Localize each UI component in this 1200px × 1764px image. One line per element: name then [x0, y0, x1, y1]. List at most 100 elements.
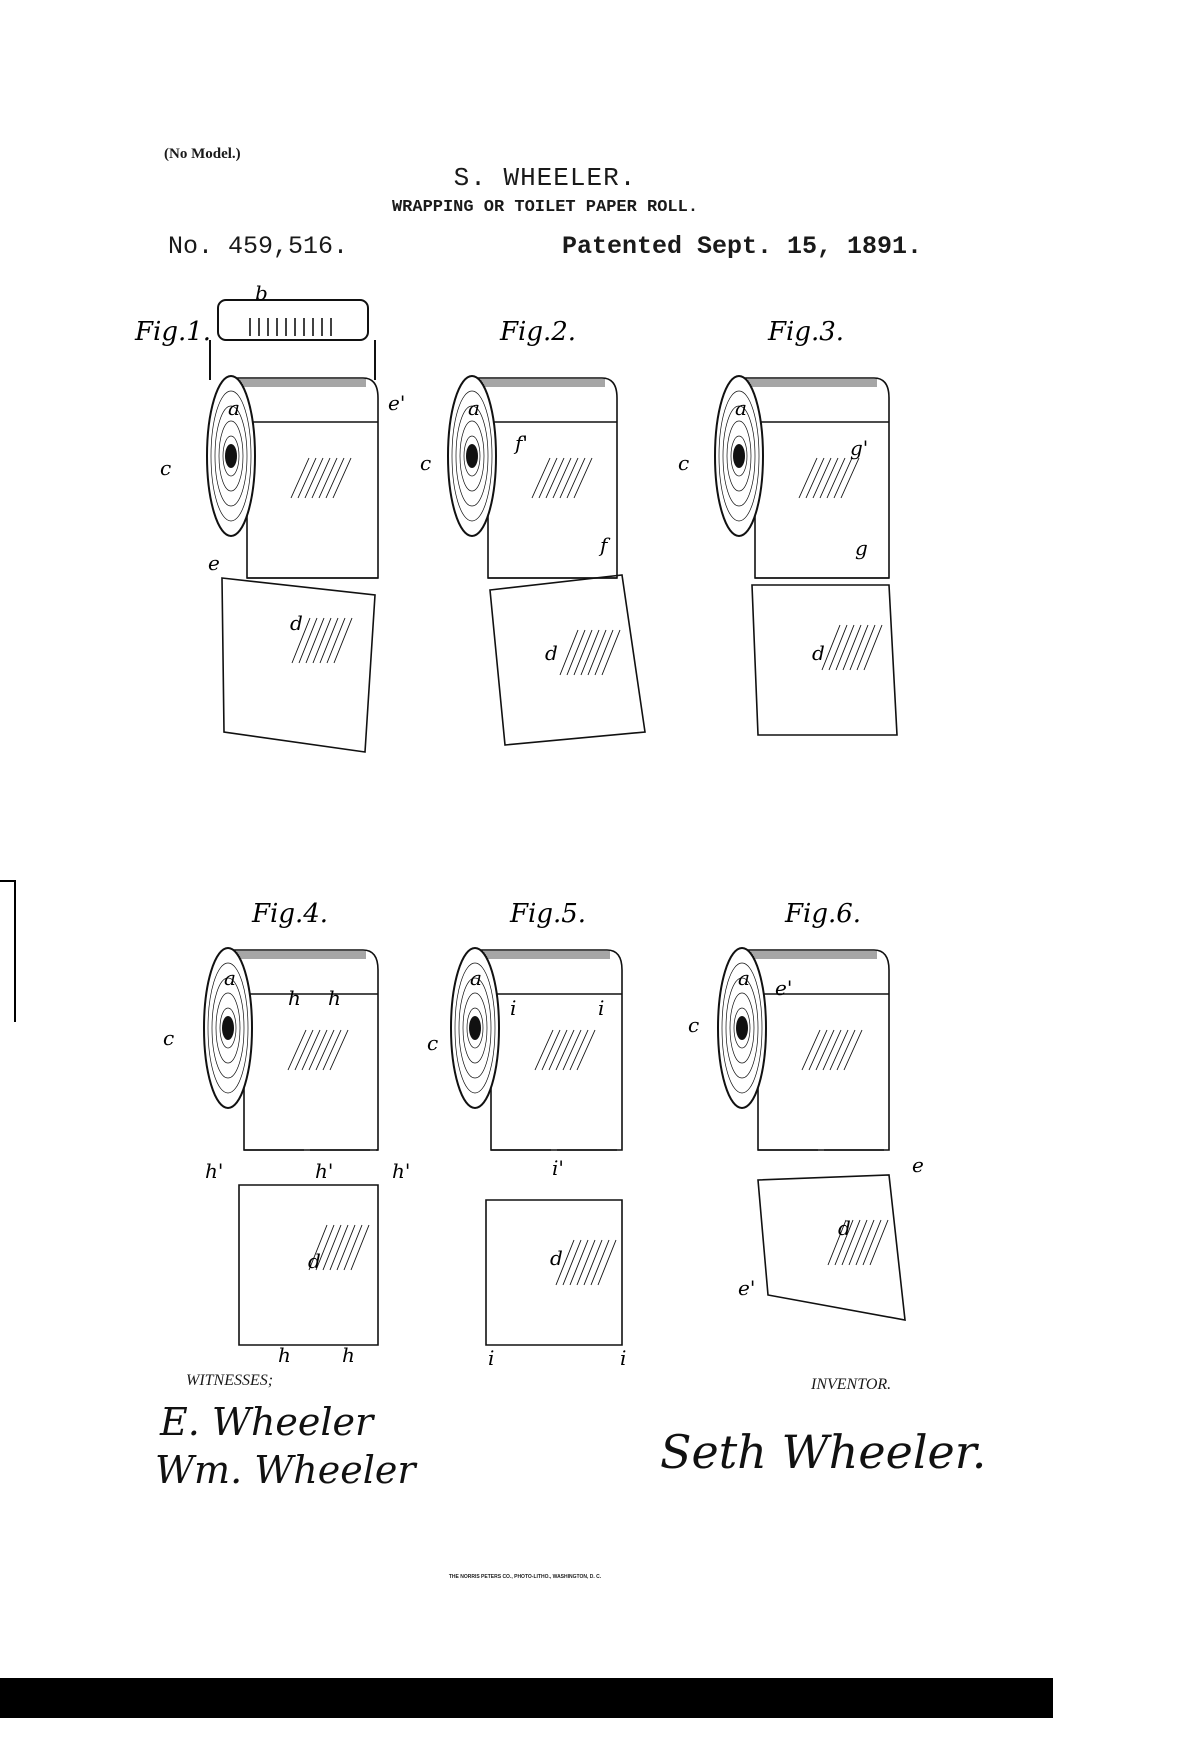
hatch-line	[531, 457, 551, 499]
printer-imprint: THE NORRIS PETERS CO., PHOTO-LITHO., WAS…	[448, 1574, 602, 1580]
hatch-line	[305, 617, 325, 664]
paper-sheet	[228, 949, 379, 1151]
scan-bottom-bar	[0, 1678, 1053, 1718]
holder-arm	[209, 340, 376, 380]
figure-3: Fig.3.acg'gd	[678, 317, 898, 736]
roll-holder-bracket	[217, 299, 369, 341]
roll-ring	[726, 420, 752, 492]
inventor-name: S. WHEELER.	[453, 163, 637, 193]
reference-letter: b	[255, 281, 268, 305]
hatch-line	[841, 1219, 861, 1266]
reference-letter: h	[288, 986, 301, 1010]
hatch-line	[552, 457, 572, 499]
roll-core	[222, 1016, 234, 1040]
reference-letter: i	[488, 1346, 494, 1370]
roll-ring	[207, 962, 249, 1094]
no-model-note: (No Model.)	[164, 146, 241, 162]
roll-ring	[458, 977, 492, 1079]
hatch-line	[849, 624, 869, 671]
hatch-line	[576, 1029, 596, 1071]
hatch-line	[559, 457, 579, 499]
reference-letter: i	[598, 996, 604, 1020]
hatch-line	[562, 1029, 582, 1071]
roll-ring	[214, 405, 248, 507]
hatch-line	[290, 457, 310, 499]
roll-ring	[730, 435, 748, 477]
hatch-line	[298, 617, 318, 664]
reference-letter: i'	[552, 1156, 564, 1180]
hatch-line	[601, 629, 621, 676]
reference-letter: d	[550, 1246, 563, 1270]
hatch-line	[848, 1219, 868, 1266]
reference-letter: h'	[392, 1159, 410, 1183]
reference-letter: a	[735, 396, 747, 420]
hatch-line	[315, 1224, 335, 1271]
hatch-line	[573, 629, 593, 676]
reference-letter: i	[620, 1346, 626, 1370]
hatch-line	[287, 1029, 307, 1071]
reference-letter: h'	[315, 1159, 333, 1183]
figure-title: Fig.3.	[767, 317, 844, 347]
roll-ring	[721, 962, 763, 1094]
hatch-line	[297, 457, 317, 499]
paper-sheet	[742, 949, 890, 1151]
hatch-line	[855, 1219, 875, 1266]
hatch-line	[569, 1029, 589, 1071]
hatch-line	[833, 457, 853, 499]
patent-number: No. 459,516.	[168, 232, 349, 261]
hatch-line	[863, 624, 883, 671]
hatch-line	[566, 457, 586, 499]
reference-letter: a	[228, 396, 240, 420]
reference-letter: d	[812, 641, 825, 665]
reference-letter: d	[545, 641, 558, 665]
roll-ring	[222, 435, 240, 477]
reference-letter: e'	[775, 976, 792, 1000]
hatch-line	[798, 457, 818, 499]
inventor-label: INVENTOR.	[811, 1376, 892, 1393]
roll-ring	[211, 977, 245, 1079]
hatch-line	[315, 1029, 335, 1071]
hatch-line	[566, 629, 586, 676]
reference-letter: e	[208, 551, 220, 575]
patent-date: Patented Sept. 15, 1891.	[561, 232, 922, 261]
hatch-line	[836, 1029, 856, 1071]
hatch-line	[333, 617, 353, 664]
roll-core	[225, 444, 237, 468]
hatch-line	[587, 629, 607, 676]
hatch-line	[805, 457, 825, 499]
reference-letter: d	[308, 1249, 321, 1273]
hatch-line	[862, 1219, 882, 1266]
paper-sheet-detached	[751, 584, 898, 736]
paper-sheet-detached	[221, 577, 376, 753]
witness-signature-1: E. Wheeler	[160, 1400, 374, 1444]
figure-6: Fig.6.ace'ede'	[688, 899, 924, 1321]
hatch-line	[828, 624, 848, 671]
roll-ring	[455, 405, 489, 507]
hatch-line	[312, 617, 332, 664]
hatch-line	[819, 457, 839, 499]
hatch-line	[326, 617, 346, 664]
hatch-line	[311, 457, 331, 499]
hatch-line	[829, 1029, 849, 1071]
hatch-line	[548, 1029, 568, 1071]
reference-letter: h	[342, 1343, 355, 1367]
roll-ring	[462, 992, 488, 1064]
hatch-line	[545, 457, 565, 499]
hatch-line	[840, 457, 860, 499]
hatch-line	[580, 629, 600, 676]
hatch-line	[332, 457, 352, 499]
paper-sheet	[472, 377, 618, 579]
hatch-line	[329, 1224, 349, 1271]
reference-letter: c	[420, 451, 431, 475]
roll-ring	[215, 992, 241, 1064]
hatch-line	[812, 457, 832, 499]
reference-letter: c	[427, 1031, 438, 1055]
roll-ring	[725, 977, 759, 1079]
witness-signature-2: Wm. Wheeler	[155, 1448, 416, 1492]
paper-sheet	[475, 949, 623, 1151]
roll-core	[736, 1016, 748, 1040]
